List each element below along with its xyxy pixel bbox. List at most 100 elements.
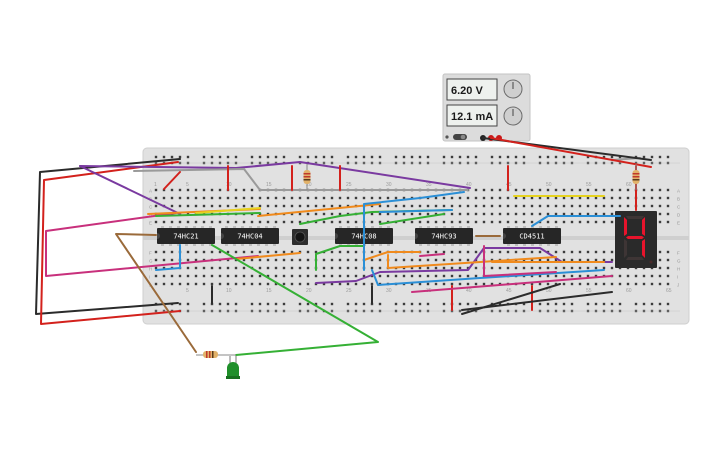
breadboard-hole[interactable] (354, 274, 358, 278)
breadboard-hole[interactable] (466, 302, 470, 306)
breadboard-hole[interactable] (498, 212, 502, 216)
wire-brown-1[interactable] (115, 233, 197, 353)
breadboard-hole[interactable] (282, 204, 286, 208)
breadboard-hole[interactable] (274, 258, 278, 262)
breadboard-hole[interactable] (314, 204, 318, 208)
breadboard-hole[interactable] (226, 196, 230, 200)
breadboard-hole[interactable] (322, 220, 326, 224)
breadboard-hole[interactable] (250, 220, 254, 224)
breadboard-hole[interactable] (450, 266, 454, 270)
breadboard-hole[interactable] (434, 282, 438, 286)
breadboard-hole[interactable] (490, 258, 494, 262)
breadboard-hole[interactable] (234, 220, 238, 224)
breadboard-hole[interactable] (522, 220, 526, 224)
breadboard-hole[interactable] (666, 220, 670, 224)
breadboard-hole[interactable] (650, 196, 654, 200)
breadboard-hole[interactable] (186, 196, 190, 200)
breadboard-hole[interactable] (346, 266, 350, 270)
breadboard-hole[interactable] (282, 258, 286, 262)
breadboard-hole[interactable] (306, 196, 310, 200)
breadboard-hole[interactable] (162, 155, 166, 159)
breadboard-hole[interactable] (426, 196, 430, 200)
breadboard-hole[interactable] (338, 274, 342, 278)
breadboard-hole[interactable] (250, 302, 254, 306)
breadboard-hole[interactable] (594, 212, 598, 216)
breadboard-hole[interactable] (586, 204, 590, 208)
breadboard-hole[interactable] (314, 250, 318, 254)
breadboard-hole[interactable] (354, 155, 358, 159)
breadboard-hole[interactable] (498, 220, 502, 224)
breadboard-hole[interactable] (410, 274, 414, 278)
breadboard-hole[interactable] (354, 196, 358, 200)
breadboard-hole[interactable] (330, 274, 334, 278)
breadboard-hole[interactable] (418, 258, 422, 262)
breadboard-hole[interactable] (410, 258, 414, 262)
breadboard-hole[interactable] (282, 266, 286, 270)
breadboard-hole[interactable] (434, 212, 438, 216)
chip-74hc21[interactable]: 74HC21 (157, 226, 215, 246)
breadboard-hole[interactable] (426, 204, 430, 208)
breadboard-hole[interactable] (274, 204, 278, 208)
power-switch[interactable] (453, 134, 467, 140)
breadboard-hole[interactable] (378, 212, 382, 216)
breadboard-hole[interactable] (442, 250, 446, 254)
breadboard-hole[interactable] (586, 302, 590, 306)
breadboard-hole[interactable] (306, 274, 310, 278)
breadboard-hole[interactable] (530, 266, 534, 270)
breadboard-hole[interactable] (578, 282, 582, 286)
breadboard-hole[interactable] (370, 266, 374, 270)
breadboard-hole[interactable] (162, 250, 166, 254)
breadboard-hole[interactable] (234, 204, 238, 208)
breadboard-hole[interactable] (610, 196, 614, 200)
breadboard-hole[interactable] (410, 266, 414, 270)
breadboard-hole[interactable] (562, 212, 566, 216)
breadboard-hole[interactable] (322, 212, 326, 216)
breadboard-hole[interactable] (658, 220, 662, 224)
breadboard-hole[interactable] (226, 155, 230, 159)
breadboard-hole[interactable] (634, 155, 638, 159)
breadboard-hole[interactable] (210, 220, 214, 224)
breadboard-hole[interactable] (610, 258, 614, 262)
wire-red-short-1[interactable] (163, 171, 181, 190)
breadboard-hole[interactable] (386, 204, 390, 208)
wire-green-1[interactable] (155, 212, 261, 217)
breadboard-hole[interactable] (442, 220, 446, 224)
breadboard-hole[interactable] (490, 266, 494, 270)
breadboard-hole[interactable] (330, 212, 334, 216)
breadboard-hole[interactable] (298, 258, 302, 262)
breadboard-hole[interactable] (658, 302, 662, 306)
breadboard-hole[interactable] (538, 258, 542, 262)
breadboard-hole[interactable] (562, 155, 566, 159)
breadboard-hole[interactable] (258, 274, 262, 278)
breadboard-hole[interactable] (298, 155, 302, 159)
wire-orange-5[interactable] (387, 254, 557, 269)
breadboard-hole[interactable] (530, 188, 534, 192)
breadboard-hole[interactable] (610, 204, 614, 208)
breadboard-hole[interactable] (442, 302, 446, 306)
breadboard-hole[interactable] (642, 204, 646, 208)
breadboard-hole[interactable] (458, 266, 462, 270)
breadboard-hole[interactable] (354, 282, 358, 286)
breadboard-hole[interactable] (298, 302, 302, 306)
breadboard-hole[interactable] (298, 220, 302, 224)
breadboard-hole[interactable] (218, 274, 222, 278)
breadboard-hole[interactable] (218, 302, 222, 306)
breadboard-hole[interactable] (570, 302, 574, 306)
breadboard-hole[interactable] (186, 155, 190, 159)
breadboard-hole[interactable] (626, 196, 630, 200)
breadboard-hole[interactable] (426, 258, 430, 262)
breadboard-hole[interactable] (490, 196, 494, 200)
breadboard-hole[interactable] (666, 204, 670, 208)
breadboard-hole[interactable] (338, 196, 342, 200)
breadboard-hole[interactable] (274, 266, 278, 270)
breadboard-hole[interactable] (202, 282, 206, 286)
breadboard-hole[interactable] (586, 220, 590, 224)
breadboard-hole[interactable] (202, 204, 206, 208)
breadboard-hole[interactable] (274, 196, 278, 200)
breadboard-hole[interactable] (450, 258, 454, 262)
breadboard-hole[interactable] (530, 220, 534, 224)
breadboard-hole[interactable] (266, 196, 270, 200)
wire-magenta-2[interactable] (411, 275, 613, 293)
wire-yellow-1[interactable] (195, 207, 261, 214)
breadboard-hole[interactable] (226, 266, 230, 270)
